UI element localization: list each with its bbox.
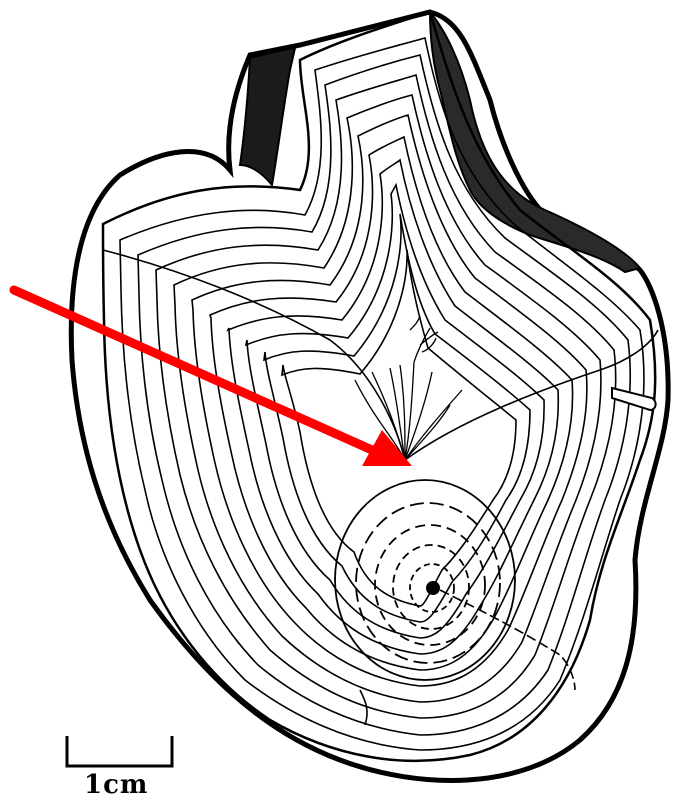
bark-fragment-left bbox=[240, 48, 295, 185]
fracture-damage bbox=[355, 316, 462, 460]
radial-cracks bbox=[103, 250, 658, 725]
outer-bark-outline bbox=[71, 12, 668, 780]
branch-stub bbox=[612, 388, 656, 410]
scale-bar bbox=[67, 736, 172, 766]
pith-center bbox=[426, 581, 440, 595]
scale-bar-label: 1cm bbox=[84, 770, 148, 800]
pith-rings bbox=[335, 480, 515, 680]
